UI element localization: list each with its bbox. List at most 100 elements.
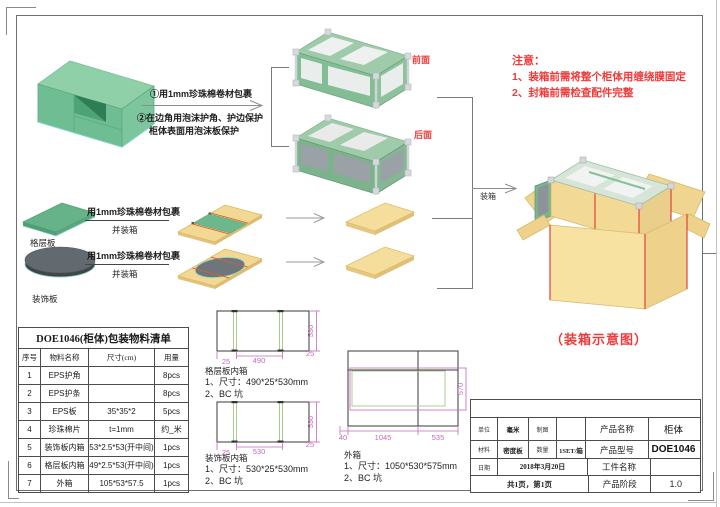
table-row: 1 EPS护角 8pcs (18, 366, 189, 385)
cell: t=1mm (88, 420, 155, 439)
col-header: 尺寸(cm) (88, 348, 155, 367)
cell: 装饰板内箱 (40, 438, 89, 457)
cell: 1 (18, 366, 41, 385)
bracket-line-left (271, 67, 289, 147)
material-table: DOE1046(柜体)包装物料清单 序号 物料名称 尺寸(cm) 用量 1 EP… (18, 327, 189, 493)
deco-box-size-line: 1、尺寸：530*25*530mm (205, 464, 309, 474)
dimension-label: 25 (306, 440, 314, 449)
table-row: 7 外箱 105*53*57.5 1pcs (18, 474, 189, 493)
bracket-line-right (437, 97, 473, 289)
col-header: 序号 (18, 348, 41, 367)
title-block: 单位 毫米 制图 产品名称 柜体 材料 密度板 数量 1SET/箱 产品型号 D… (470, 399, 701, 493)
unit-label: 单位 (471, 418, 498, 440)
title-block-empty-row (471, 400, 698, 417)
divider (85, 264, 169, 265)
material-value: 密度板 (498, 441, 529, 458)
deco-panel-box-drawing: 530 530 25 25 (216, 401, 320, 457)
notice-block: 注意： 1、装箱前需将整个柜体用缠绕膜固定 2、封箱前需检查配件完整 (512, 53, 686, 101)
cell: 珍珠棉片 (40, 420, 89, 439)
cell: 5 (18, 438, 41, 457)
outer-box-flute-line: 2、BC 坑 (344, 473, 383, 483)
outer-box-drawing-label: 外箱 (344, 450, 362, 460)
part-label: 工件名称 (588, 459, 651, 475)
fold-mark-right (702, 253, 716, 254)
notice-item: 1、装箱前需将整个柜体用缠绕膜固定 (512, 71, 686, 83)
arrow-icon (286, 257, 326, 267)
bracket-stub-middle (432, 218, 472, 219)
outer-box-size-line: 1、尺寸：1050*530*575mm (344, 461, 458, 471)
grid-panel-box-drawing: 530 490 25 25 (216, 310, 320, 366)
stage-value: 1.0 (669, 479, 682, 489)
cell: EPS护角 (40, 366, 89, 385)
wrapped-cabinet-back-illustration (292, 114, 412, 195)
arrow-icon (286, 213, 326, 223)
protect-step-text-line1: ②在边角用泡沫护角、护边保护 (137, 113, 264, 123)
corner-mark-bottom-left (8, 461, 19, 499)
cell: 1pcs (154, 474, 189, 493)
notice-item: 2、封箱前需检查配件完整 (512, 87, 634, 99)
date-label: 日期 (471, 459, 498, 475)
dimension-label: 490 (253, 356, 266, 365)
cell: 49*2.5*53(开中间) (88, 456, 155, 475)
cell (88, 366, 155, 385)
date-value: 2018年3月20日 (498, 459, 588, 475)
cell: 2 (18, 384, 41, 403)
model-value: DOE1046 (651, 444, 696, 455)
pack-arrow-label: 装箱 (480, 192, 496, 201)
table-row: 2 EPS护条 8pcs (18, 384, 189, 403)
cell: 4 (18, 420, 41, 439)
wrap-step-text: ①用1mm珍珠棉卷材包裹 (150, 89, 253, 99)
dimension-label: 530 (306, 416, 315, 429)
dimension-label: 1045 (375, 433, 392, 442)
table-row: 4 珍珠棉片 t=1mm 约_米 (18, 420, 189, 439)
cell: 1pcs (154, 438, 189, 457)
cell: 1pcs (154, 456, 189, 475)
divider (85, 220, 169, 221)
grid-box-drawing-label: 格层板内箱 (205, 366, 248, 376)
cell: 7 (18, 474, 41, 493)
flow-arrow-icon (142, 100, 264, 111)
grid-box-flute-line: 2、BC 坑 (205, 389, 244, 399)
unit-value: 毫米 (498, 418, 529, 440)
deco-panel-wrap-text: 用1mm珍珠棉卷材包裹 (87, 251, 181, 261)
cell: 格层板内箱 (40, 456, 89, 475)
col-header: 用量 (154, 348, 189, 367)
cell: 3 (18, 402, 41, 421)
dimension-label: 25 (306, 349, 314, 358)
part-value (651, 459, 700, 475)
qty-value: 1SET/箱 (557, 441, 586, 458)
draft-value (557, 418, 586, 440)
dimension-label: 40 (339, 433, 347, 442)
dimension-label: 530 (253, 447, 266, 456)
notice-title: 注意： (512, 55, 545, 67)
wrapped-cabinet-front-illustration (292, 28, 412, 109)
model-label: 产品型号 (586, 441, 649, 458)
back-face-label: 后面 (414, 130, 433, 140)
cell: EPS板 (40, 402, 89, 421)
cell: EPS护条 (40, 384, 89, 403)
packing-box-illustration (516, 156, 711, 310)
cell: 8pcs (154, 366, 189, 385)
cell: 外箱 (40, 474, 89, 493)
product-name-value: 柜体 (663, 426, 683, 436)
deco-box-flute-line: 2、BC 坑 (205, 476, 244, 486)
dimension-label: 570 (456, 383, 465, 396)
corner-mark-top-left (6, 7, 36, 35)
material-table-title: DOE1046(柜体)包装物料清单 (18, 327, 189, 349)
cell: 35*35*2 (88, 402, 155, 421)
grid-panel-label: 格层板 (30, 238, 56, 248)
table-row: 5 装饰板内箱 53*2.5*53(开中间) 1pcs (18, 438, 189, 457)
grid-box-size-line: 1、尺寸：490*25*530mm (205, 377, 309, 387)
dimension-label: 535 (432, 433, 445, 442)
protect-step-text-line2: 柜体表面用泡沫板保护 (149, 126, 240, 136)
deco-panel-label: 装饰板 (32, 294, 58, 304)
dimension-label: 25 (222, 448, 230, 457)
table-row: 6 格层板内箱 49*2.5*53(开中间) 1pcs (18, 456, 189, 475)
deco-box-drawing-label: 装饰板内箱 (205, 453, 248, 463)
cell: 约_米 (154, 420, 189, 439)
wrapped-grid-panel-illustration (176, 204, 264, 245)
deco-panel-illustration (24, 246, 96, 278)
dimension-label: 530 (306, 325, 315, 338)
material-label: 材料 (471, 441, 498, 458)
